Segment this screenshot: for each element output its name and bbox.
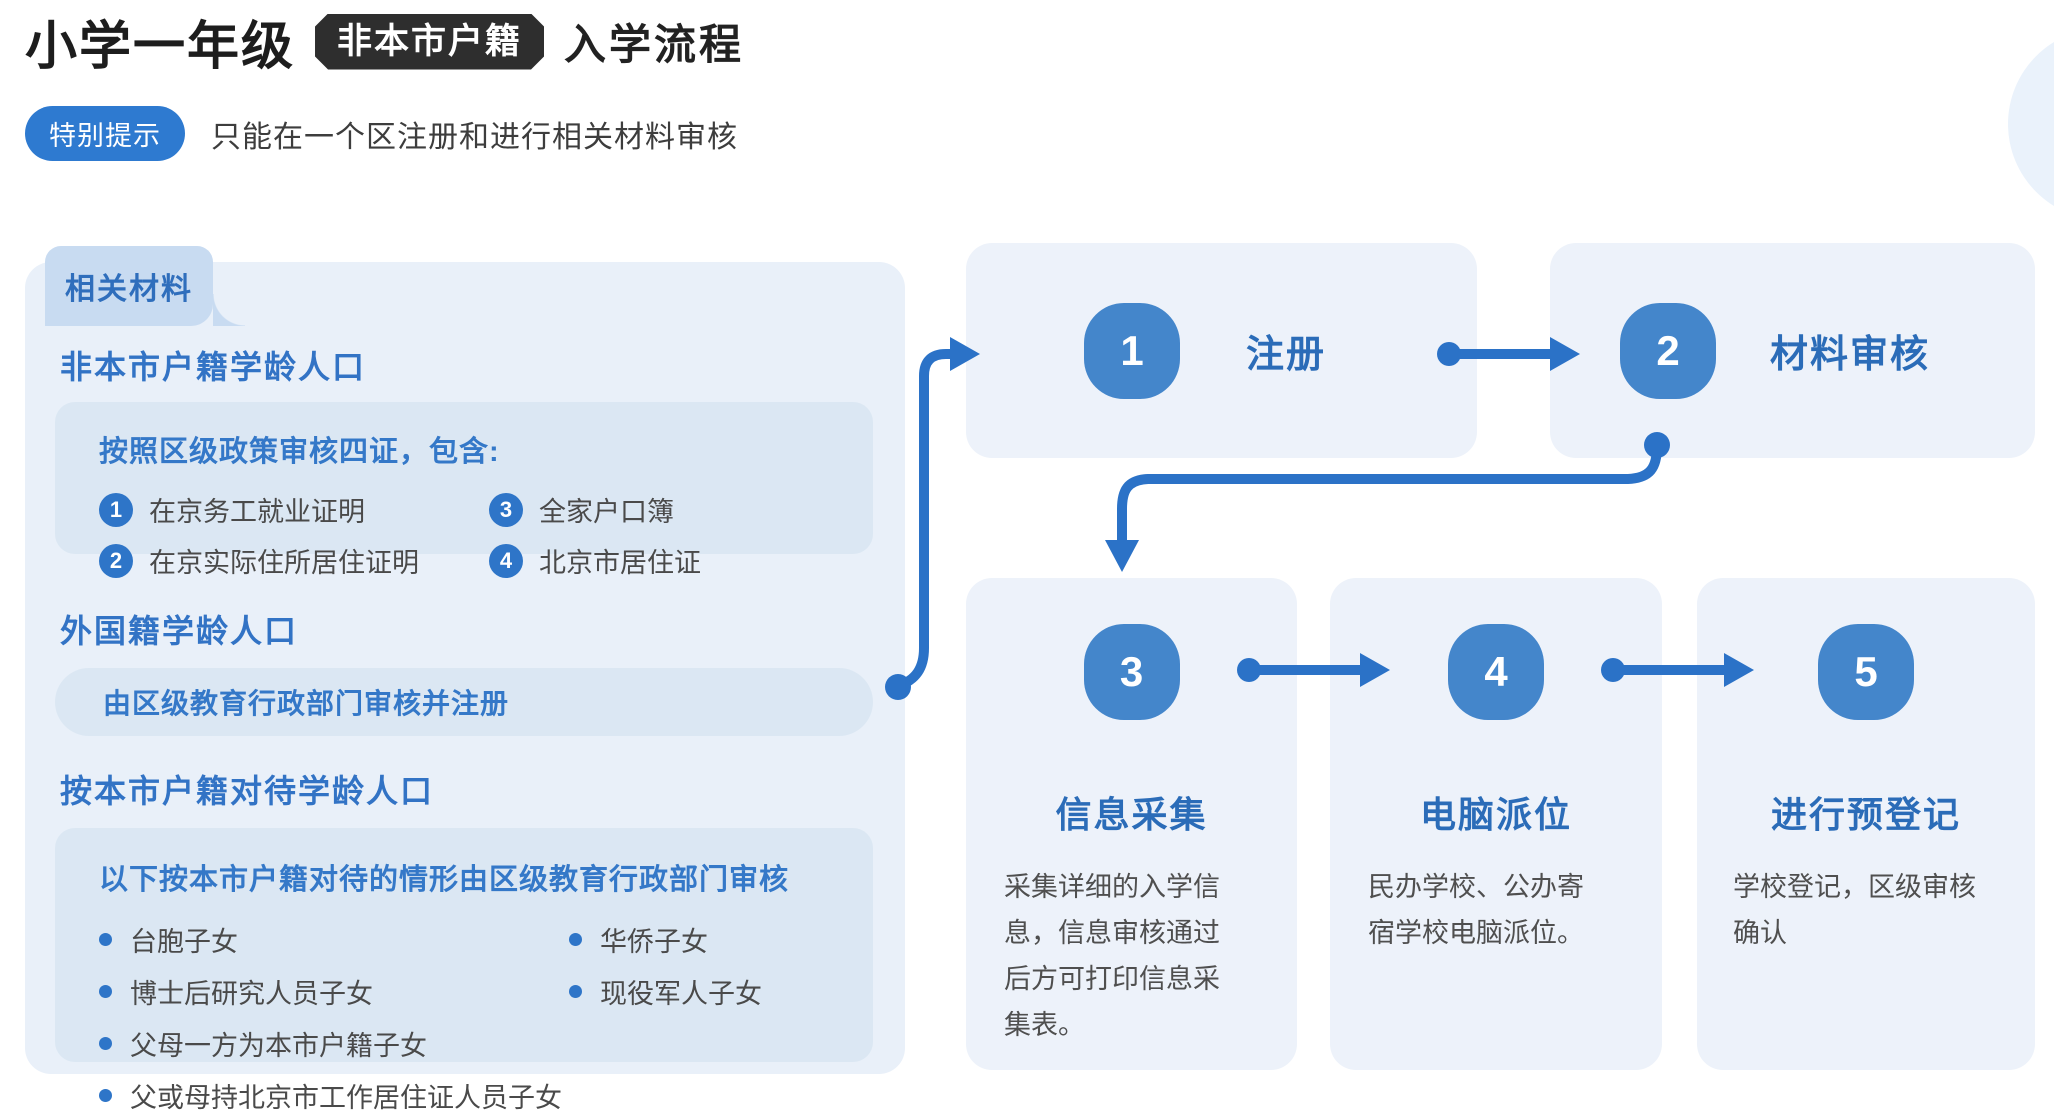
bullet-icon	[569, 985, 582, 998]
number-4-icon: 4	[489, 543, 523, 578]
materials-panel: 相关材料 非本市户籍学龄人口 按照区级政策审核四证，包含: 1 在京务工就业证明…	[25, 246, 905, 1113]
number-3-icon: 3	[489, 492, 523, 527]
special-tip-row: 特别提示 只能在一个区注册和进行相关材料审核	[25, 106, 738, 161]
number-1-icon: 1	[99, 492, 133, 527]
section-heading-nonlocal: 非本市户籍学龄人口	[60, 349, 367, 385]
materials-panel-tab-curve	[213, 294, 245, 326]
step-card-preregistration: 5 进行预登记 学校登记，区级审核确认	[1697, 578, 2035, 1070]
treated-as-local-title: 以下按本市户籍对待的情形由区级教育行政部门审核	[99, 864, 790, 896]
section-heading-treated-as-local: 按本市户籍对待学龄人口	[60, 773, 435, 809]
foreign-review-text: 由区级教育行政部门审核并注册	[103, 688, 510, 719]
bullet-icon	[99, 933, 112, 946]
bullet-icon	[99, 1037, 112, 1050]
step-card-info-collection: 3 信息采集 采集详细的入学信息，信息审核通过后方可打印信息采集表。	[966, 578, 1297, 1070]
list-item: 博士后研究人员子女	[99, 972, 569, 1011]
materials-panel-tab-label: 相关材料	[65, 273, 193, 306]
page-header: 小学一年级 非本市户籍 入学流程	[25, 4, 744, 79]
page-title-suffix: 入学流程	[564, 21, 745, 68]
step-3-description: 采集详细的入学信息，信息审核通过后方可打印信息采集表。	[1004, 872, 1220, 1040]
step-4-number-icon: 4	[1448, 624, 1544, 720]
step-2-number-icon: 2	[1620, 302, 1716, 399]
number-2-icon: 2	[99, 543, 133, 578]
list-item: 2 在京实际住所居住证明	[99, 541, 489, 580]
step-4-description: 民办学校、公办寄宿学校电脑派位。	[1368, 872, 1584, 948]
list-item: 4 北京市居住证	[489, 541, 829, 580]
step-1-number-icon: 1	[1084, 302, 1180, 399]
household-registration-badge: 非本市户籍	[315, 14, 544, 70]
list-item: 现役军人子女	[569, 972, 829, 1011]
page-title-prefix: 小学一年级	[25, 18, 296, 76]
list-item: 父母一方为本市户籍子女	[99, 1024, 569, 1063]
connector-panel-to-step1	[893, 349, 959, 691]
connector-step2-to-step3	[1117, 441, 1662, 545]
step-card-material-review: 2 材料审核	[1550, 243, 2035, 458]
bullet-icon	[99, 985, 112, 998]
treated-as-local-list: 台胞子女 博士后研究人员子女 父母一方为本市户籍子女 父或母持北京市工作居住证人…	[99, 920, 829, 1115]
list-item: 1 在京务工就业证明	[99, 490, 489, 529]
list-item: 台胞子女	[99, 920, 569, 959]
section-heading-foreign: 外国籍学龄人口	[60, 613, 299, 649]
step-2-title: 材料审核	[1770, 334, 1931, 376]
nonlocal-documents-title: 按照区级政策审核四证，包含:	[99, 436, 500, 468]
foreign-review-box: 由区级教育行政部门审核并注册	[55, 668, 873, 736]
step-4-title: 电脑派位	[1419, 794, 1572, 835]
step-card-register: 1 注册	[966, 243, 1477, 458]
step-5-title: 进行预登记	[1770, 794, 1961, 835]
arrowhead-down-icon	[1105, 540, 1139, 572]
step-3-number-icon: 3	[1083, 624, 1180, 720]
decorative-corner-circle	[2008, 28, 2054, 220]
step-3-title: 信息采集	[1055, 794, 1208, 835]
step-5-description: 学校登记，区级审核确认	[1733, 872, 1976, 948]
step-5-number-icon: 5	[1818, 624, 1914, 720]
list-item: 3 全家户口簿	[489, 490, 829, 529]
list-item: 华侨子女	[569, 920, 829, 959]
bullet-icon	[569, 933, 582, 946]
document-list: 1 在京务工就业证明 2 在京实际住所居住证明 3 全家户口簿 4 北京市居住证	[99, 490, 829, 580]
special-tip-text: 只能在一个区注册和进行相关材料审核	[211, 120, 738, 154]
treated-as-local-box: 以下按本市户籍对待的情形由区级教育行政部门审核 台胞子女 博士后研究人员子女 父…	[55, 828, 873, 1113]
materials-panel-tab: 相关材料	[45, 246, 213, 326]
special-tip-badge: 特别提示	[25, 106, 185, 161]
step-1-title: 注册	[1246, 334, 1327, 376]
nonlocal-documents-box: 按照区级政策审核四证，包含: 1 在京务工就业证明 2 在京实际住所居住证明 3…	[55, 402, 873, 578]
step-card-computer-allocation: 4 电脑派位 民办学校、公办寄宿学校电脑派位。	[1330, 578, 1662, 1070]
